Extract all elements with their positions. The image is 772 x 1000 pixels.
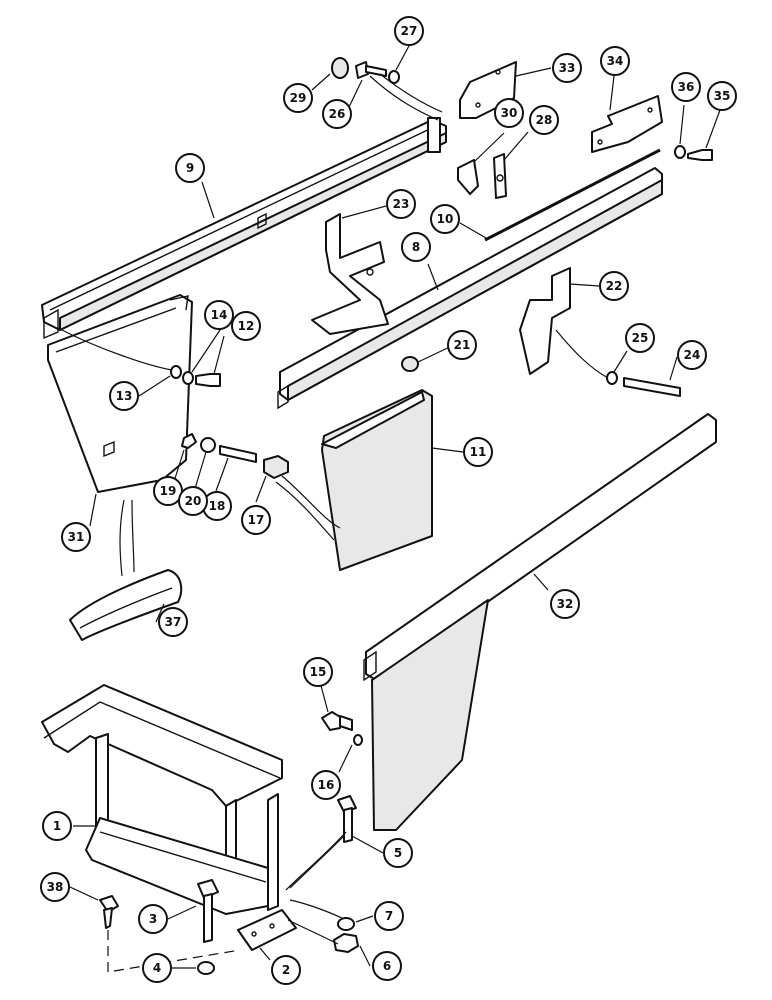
svg-text:30: 30 (501, 106, 518, 120)
leader-lines (57, 43, 721, 973)
part-8-channel (277, 167, 663, 410)
part-2-plate (237, 909, 297, 951)
callout-31: 31 (61, 522, 91, 552)
callout-6: 6 (372, 951, 402, 981)
svg-text:1: 1 (53, 819, 61, 833)
svg-text:22: 22 (606, 279, 623, 293)
callout-28: 28 (529, 105, 559, 135)
callout-1: 1 (42, 811, 72, 841)
svg-text:2: 2 (282, 963, 290, 977)
svg-text:8: 8 (412, 240, 420, 254)
callout-23: 23 (386, 189, 416, 219)
callout-19: 19 (153, 476, 183, 506)
callout-15: 15 (303, 657, 333, 687)
svg-text:27: 27 (401, 24, 418, 38)
callouts: 1 2 3 4 5 6 7 8 9 10 11 12 13 14 15 16 1… (40, 16, 737, 985)
part-9-channel (41, 117, 447, 340)
svg-text:28: 28 (536, 113, 553, 127)
svg-text:26: 26 (329, 107, 346, 121)
callout-25: 25 (625, 323, 655, 353)
svg-text:24: 24 (684, 348, 701, 362)
svg-text:11: 11 (470, 445, 487, 459)
callout-36: 36 (671, 72, 701, 102)
svg-text:33: 33 (559, 61, 576, 75)
callout-14: 14 (204, 300, 234, 330)
callout-27: 27 (394, 16, 424, 46)
callout-20: 20 (178, 486, 208, 516)
svg-text:32: 32 (557, 597, 574, 611)
svg-text:25: 25 (632, 331, 649, 345)
callout-13: 13 (109, 381, 139, 411)
callout-26: 26 (322, 99, 352, 129)
part-32-fender (363, 413, 717, 831)
svg-text:21: 21 (454, 338, 471, 352)
svg-text:3: 3 (149, 912, 157, 926)
svg-text:18: 18 (209, 499, 226, 513)
svg-text:35: 35 (714, 89, 731, 103)
callout-16: 16 (311, 770, 341, 800)
part-28-bracket (493, 153, 507, 199)
svg-text:23: 23 (393, 197, 410, 211)
part-10-strip (484, 148, 661, 242)
callout-30: 30 (494, 98, 524, 128)
svg-text:38: 38 (47, 880, 64, 894)
callout-4: 4 (142, 953, 172, 983)
callout-22: 22 (599, 271, 629, 301)
callout-33: 33 (552, 53, 582, 83)
svg-text:37: 37 (165, 615, 182, 629)
svg-text:16: 16 (318, 778, 335, 792)
svg-text:20: 20 (185, 494, 202, 508)
hardware (99, 57, 713, 975)
callout-29: 29 (283, 83, 313, 113)
svg-text:17: 17 (248, 513, 265, 527)
svg-text:10: 10 (437, 212, 454, 226)
svg-text:36: 36 (678, 80, 695, 94)
callout-32: 32 (550, 589, 580, 619)
svg-text:31: 31 (68, 530, 85, 544)
svg-text:29: 29 (290, 91, 307, 105)
callout-7: 7 (374, 901, 404, 931)
callout-8: 8 (401, 232, 431, 262)
svg-text:14: 14 (211, 308, 228, 322)
callout-37: 37 (158, 607, 188, 637)
part-37-trim (69, 569, 183, 641)
part-30-bracket (457, 159, 479, 195)
svg-text:12: 12 (238, 319, 255, 333)
svg-text:9: 9 (186, 161, 194, 175)
callout-34: 34 (600, 46, 630, 76)
svg-text:4: 4 (153, 961, 161, 975)
part-34-bracket (591, 95, 663, 153)
callout-3: 3 (138, 904, 168, 934)
callout-17: 17 (241, 505, 271, 535)
svg-text:15: 15 (310, 665, 327, 679)
callout-2: 2 (271, 955, 301, 985)
callout-12: 12 (231, 311, 261, 341)
part-11-panel (321, 389, 433, 571)
callout-24: 24 (677, 340, 707, 370)
svg-text:6: 6 (383, 959, 391, 973)
callout-21: 21 (447, 330, 477, 360)
callout-5: 5 (383, 838, 413, 868)
svg-text:7: 7 (385, 909, 393, 923)
callout-38: 38 (40, 872, 70, 902)
svg-text:34: 34 (607, 54, 624, 68)
callout-10: 10 (430, 204, 460, 234)
part-1-frame (41, 684, 283, 915)
callout-35: 35 (707, 81, 737, 111)
part-23-bracket (311, 213, 389, 335)
callout-9: 9 (175, 153, 205, 183)
callout-11: 11 (463, 437, 493, 467)
svg-text:19: 19 (160, 484, 177, 498)
part-22-bracket (519, 267, 571, 375)
svg-text:5: 5 (394, 846, 402, 860)
callout-18: 18 (202, 491, 232, 521)
svg-text:13: 13 (116, 389, 133, 403)
